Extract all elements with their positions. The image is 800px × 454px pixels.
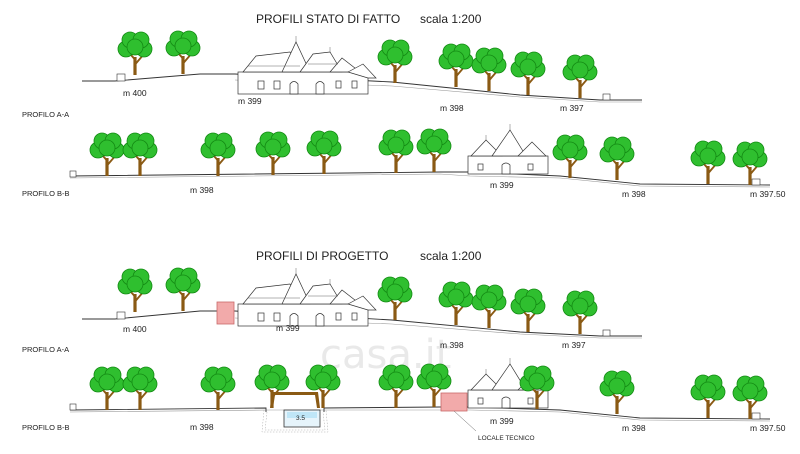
tree <box>254 364 290 409</box>
pool: 3.5 <box>261 409 329 433</box>
elevation-label: m 400 <box>123 88 147 98</box>
tree <box>200 132 236 177</box>
boundary-marker <box>69 403 77 411</box>
elevation-label: m 398 <box>190 185 214 195</box>
tree <box>438 43 474 88</box>
profile-name: PROFILO B-B <box>22 423 70 432</box>
elevation-label: m 398 <box>440 340 464 350</box>
existing-section-scale: scala 1:200 <box>420 12 482 26</box>
tree <box>562 290 598 335</box>
elevation-label: m 397.50 <box>750 189 786 199</box>
elevation-label: m 400 <box>123 324 147 334</box>
tree <box>165 267 201 312</box>
elevation-label: m 398 <box>190 422 214 432</box>
tree <box>599 370 635 415</box>
project-profile-b: 3.5 PROFILO B-B m 398 m 399 m 398 m 397.… <box>22 357 786 442</box>
elevation-label: m 399 <box>276 323 300 333</box>
tree <box>378 129 414 174</box>
trulli-building <box>237 267 377 327</box>
elevation-label: m 397.50 <box>750 423 786 433</box>
profile-name: PROFILO A-A <box>22 110 69 119</box>
pergola <box>270 392 320 408</box>
tree <box>122 366 158 411</box>
tree <box>552 134 588 179</box>
boundary-marker <box>602 329 611 337</box>
tree <box>471 47 507 92</box>
pool-label: 3.5 <box>296 415 305 422</box>
leader-line <box>453 410 477 432</box>
existing-profile-b: PROFILO B-B m 398 m 399 m 398 m 397.50 <box>22 123 786 199</box>
elevation-label: m 398 <box>622 423 646 433</box>
tree <box>599 136 635 181</box>
tree <box>117 31 153 76</box>
project-profile-a: m 400 m 399 m 398 m 397 PROFILO A-A <box>22 267 642 354</box>
project-section-title: PROFILI DI PROGETTO <box>256 249 388 263</box>
tree <box>377 276 413 321</box>
boundary-marker <box>602 93 611 101</box>
tree <box>377 39 413 84</box>
tree <box>416 128 452 173</box>
trulli-building <box>467 123 549 175</box>
elevation-label: m 398 <box>440 103 464 113</box>
elevation-label: m 399 <box>490 180 514 190</box>
boundary-marker <box>116 311 126 320</box>
trulli-building <box>237 35 377 95</box>
elevation-label: m 399 <box>490 416 514 426</box>
tree <box>510 51 546 96</box>
tree <box>732 141 768 186</box>
project-section-scale: scala 1:200 <box>420 249 482 263</box>
elevation-label: m 397 <box>562 340 586 350</box>
tree <box>510 288 546 333</box>
tech-room <box>440 392 468 412</box>
boundary-marker <box>116 73 126 82</box>
tree <box>732 375 768 420</box>
tree <box>117 268 153 313</box>
tree <box>378 364 414 409</box>
profile-name: PROFILO B-B <box>22 189 70 198</box>
tree <box>471 284 507 329</box>
tech-room-label: LOCALE TECNICO <box>478 435 535 442</box>
existing-profile-a: m 400 m 399 m 398 m 397 PROFILO A-A <box>22 30 642 119</box>
tree <box>562 54 598 99</box>
tree <box>438 281 474 326</box>
tree <box>305 364 341 409</box>
tree <box>89 366 125 411</box>
tree <box>690 140 726 185</box>
boundary-marker <box>751 178 761 186</box>
tree <box>165 30 201 75</box>
elevation-label: m 399 <box>238 96 262 106</box>
boundary-marker <box>751 412 761 420</box>
tree <box>122 132 158 177</box>
tree <box>306 130 342 175</box>
existing-section-title: PROFILI STATO DI FATTO <box>256 12 400 26</box>
tree <box>200 366 236 411</box>
tree <box>255 131 291 176</box>
profile-name: PROFILO A-A <box>22 345 69 354</box>
tree <box>89 132 125 177</box>
tech-room <box>216 301 235 325</box>
elevation-label: m 398 <box>622 189 646 199</box>
boundary-marker <box>69 170 77 178</box>
elevation-label: m 397 <box>560 103 584 113</box>
tree <box>690 374 726 419</box>
